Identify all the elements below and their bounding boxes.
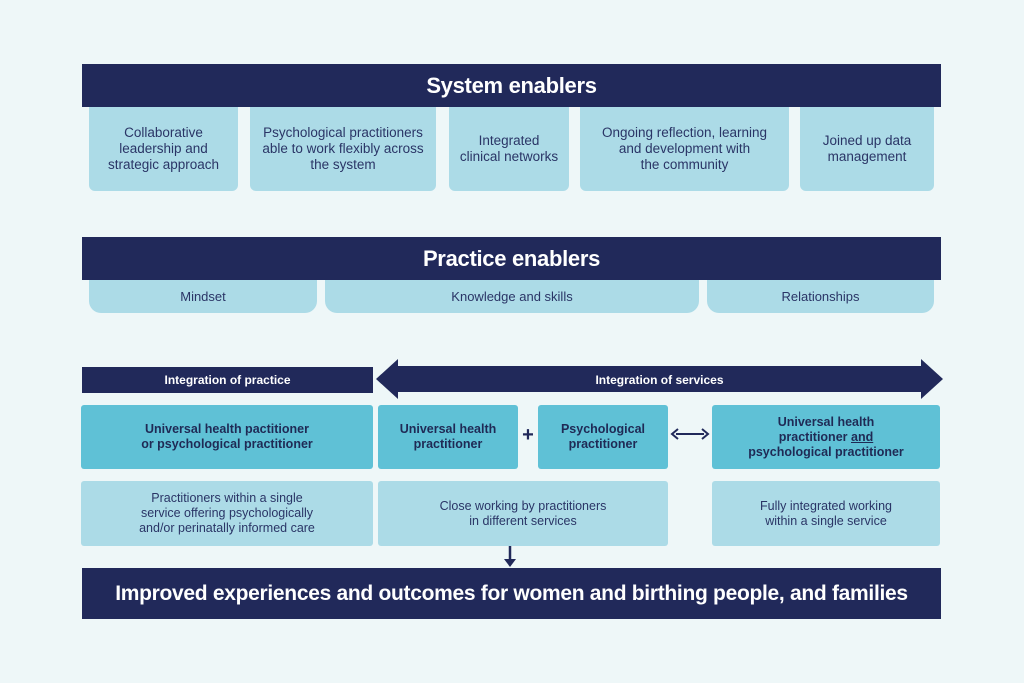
box-universal-health-practitioner: Universal health practitioner [378, 405, 518, 469]
outcome-title: Improved experiences and outcomes for wo… [115, 581, 908, 605]
plus-icon: + [522, 423, 534, 446]
system-enablers-title: System enablers [426, 72, 597, 98]
outcome-banner: Improved experiences and outcomes for wo… [82, 568, 941, 619]
integration-of-practice-bar: Integration of practice [82, 367, 373, 393]
practice-enabler-mindset: Mindset [89, 280, 317, 313]
description-fully-integrated: Fully integrated working within a single… [712, 481, 940, 546]
system-enablers-header: System enablers [82, 64, 941, 107]
box-uhp-or-pp: Universal health pactitioner or psycholo… [81, 405, 373, 469]
integration-of-services-arrow-icon [376, 359, 943, 399]
system-enabler-data-management: Joined up data management [800, 107, 934, 191]
box-uhp-and-pp: Universal health practitioner and psycho… [712, 405, 940, 469]
box-psychological-practitioner: Psychological practitioner [538, 405, 668, 469]
system-enabler-ongoing-reflection: Ongoing reflection, learning and develop… [580, 107, 789, 191]
description-single-service-care: Practitioners within a single service of… [81, 481, 373, 546]
description-close-working: Close working by practitioners in differ… [378, 481, 668, 546]
and-underlined: and [851, 429, 874, 444]
practice-enabler-relationships: Relationships [707, 280, 934, 313]
practice-enablers-header: Practice enablers [82, 237, 941, 280]
system-enabler-integrated-networks: Integrated clinical networks [449, 107, 569, 191]
down-arrow-icon [504, 546, 516, 567]
double-arrow-icon [670, 428, 710, 440]
integration-of-practice-label: Integration of practice [164, 373, 291, 387]
integration-of-services-label-wrap: Integration of services [376, 367, 943, 393]
system-enabler-flexible-practitioners: Psychological practitioners able to work… [250, 107, 436, 191]
system-enabler-collaborative-leadership: Collaborative leadership and strategic a… [89, 107, 238, 191]
practice-enabler-knowledge-skills: Knowledge and skills [325, 280, 699, 313]
practice-enablers-title: Practice enablers [422, 245, 601, 271]
integration-of-services-label: Integration of services [595, 373, 724, 387]
